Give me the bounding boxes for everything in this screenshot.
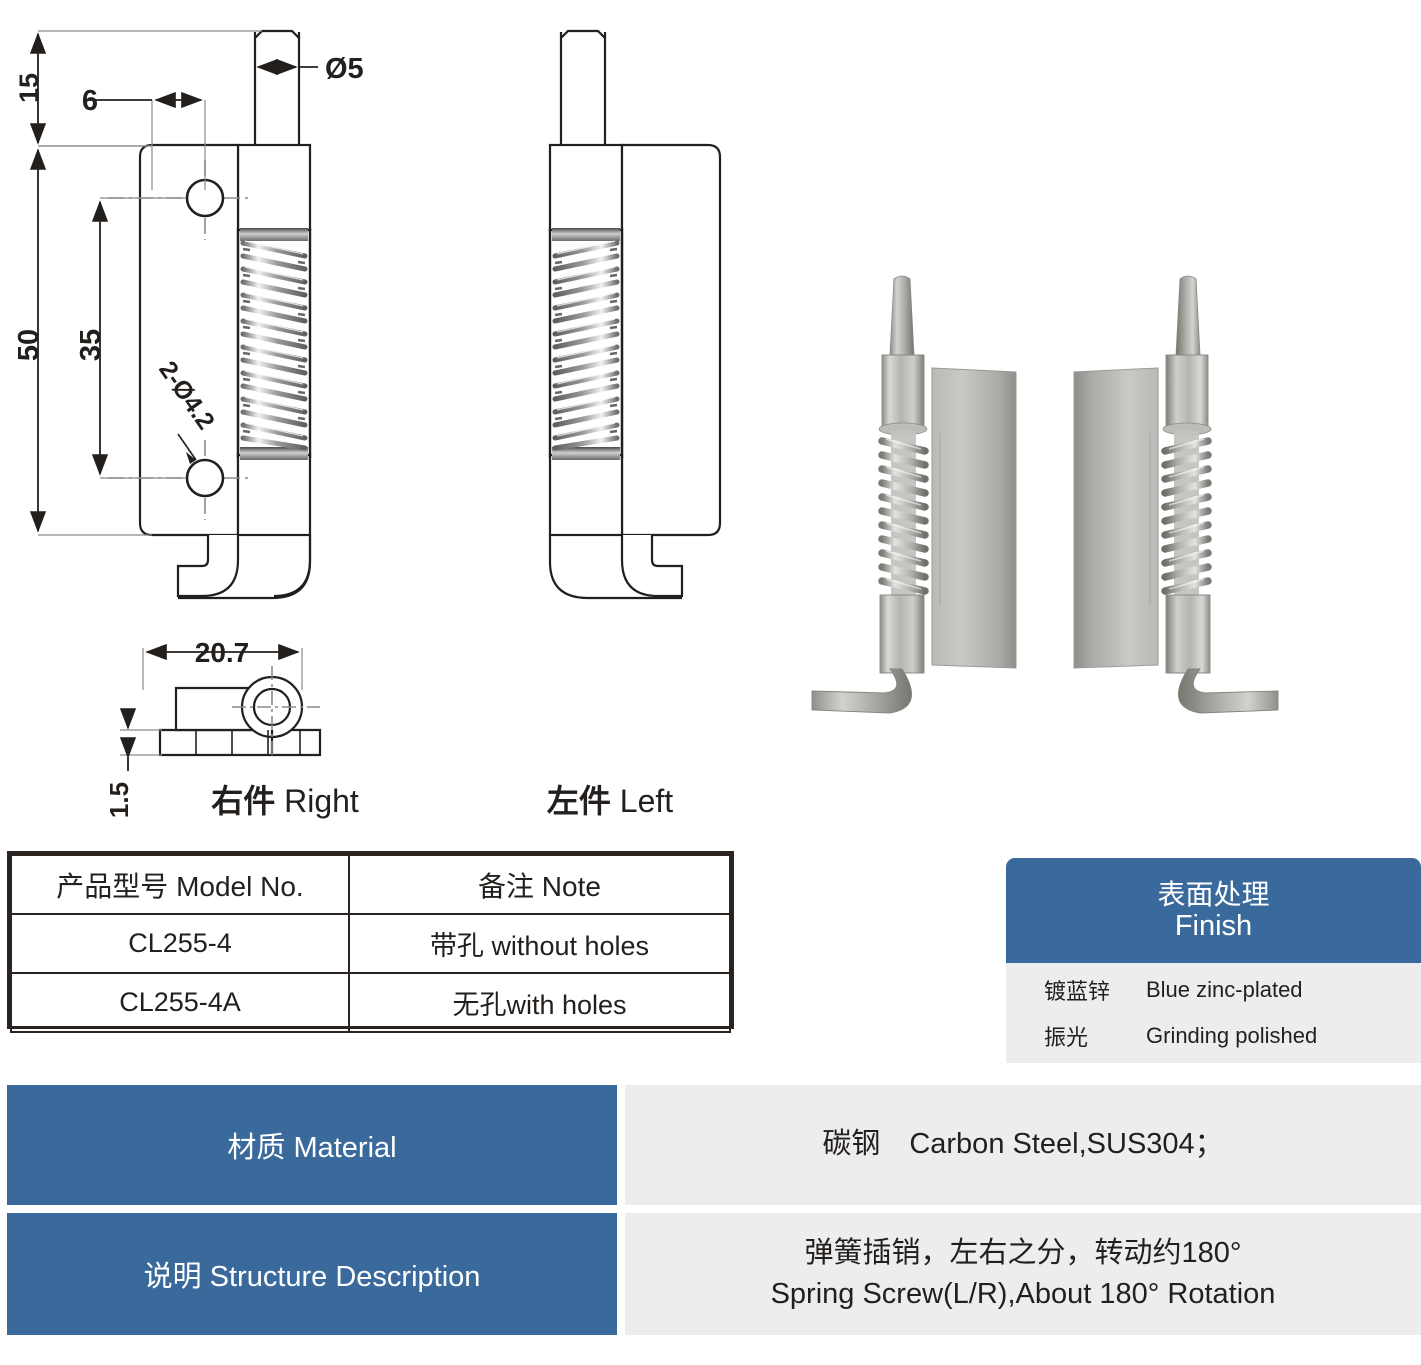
spec-row-material: 材质 Material 碳钢 Carbon Steel,SUS304； [7,1085,1421,1205]
dim-text-35: 35 [75,329,107,361]
mounting-hole-lower [185,458,225,498]
technical-drawing: 15 50 35 6 Ø5 2-Ø4.2 20.7 1.5 右件 Right 左… [0,0,790,830]
finish-item-cn-0: 镀蓝锌 [1044,979,1111,1004]
table-header-row: 产品型号 Model No. 备注 Note [10,854,731,915]
spec-gap [617,1085,625,1205]
finish-title-en: Finish [1174,909,1253,942]
dimension-35 [100,197,186,479]
spec-row-structure: 说明 Structure Description 弹簧插销，左右之分，转动约18… [7,1213,1421,1335]
cell-note-0: 带孔 without holes [348,913,731,974]
model-table: 产品型号 Model No. 备注 Note CL255-4 带孔 withou… [7,851,734,1033]
cell-model-1: CL255-4A [10,972,350,1033]
dimension-20-7 [142,648,303,690]
spec-value-structure: 弹簧插销，左右之分，转动约180° Spring Screw(L/R),Abou… [625,1213,1421,1335]
product-unit-left-hand [1073,275,1279,714]
spec-label-material: 材质 Material [7,1085,617,1205]
finish-header: 表面处理 Finish [1006,858,1421,963]
product-photo [790,255,1300,725]
dimension-1-5 [120,729,162,756]
finish-item: 振光 Grinding polished [1006,1013,1421,1059]
finish-item-en-0: Blue zinc-plated [1146,977,1303,1002]
view-label-right: 右件 Right [211,783,359,819]
centerlines-topview-right [232,666,320,758]
spec-value-structure-line1: 弹簧插销，左右之分，转动约180° [804,1236,1242,1269]
dimension-6 [151,100,206,190]
finish-title-cn: 表面处理 [1157,878,1270,910]
dim-text-1-5: 1.5 [104,782,134,818]
cell-note-1: 无孔with holes [348,972,731,1033]
left-part-front-view [548,29,722,600]
spec-value-structure-line2: Spring Screw(L/R),About 180° Rotation [770,1278,1276,1310]
dimension-15 [38,30,262,147]
dim-text-50: 50 [13,329,45,361]
view-label-left: 左件 Left [547,783,673,819]
finish-body: 镀蓝锌 Blue zinc-plated 振光 Grinding polishe… [1006,963,1421,1063]
spec-value-material-line1: 碳钢 Carbon Steel,SUS304； [822,1128,1224,1161]
spring-coil-right [240,228,308,460]
dim-text-6: 6 [82,85,98,117]
dim-text-20-7: 20.7 [195,637,250,668]
dim-text-15: 15 [14,73,44,103]
spec-gap [617,1213,625,1335]
spring-coil-left [552,228,620,460]
right-part-top-view [158,675,322,757]
finish-item: 镀蓝锌 Blue zinc-plated [1006,967,1421,1013]
spec-label-structure: 说明 Structure Description [7,1213,617,1335]
spec-value-material: 碳钢 Carbon Steel,SUS304； [625,1085,1421,1205]
finish-panel: 表面处理 Finish 镀蓝锌 Blue zinc-plated 振光 Grin… [1006,858,1421,1063]
dimension-50 [38,145,152,536]
right-part-front-view [138,29,312,600]
table-row: CL255-4 带孔 without holes [10,913,731,974]
product-unit-right-hand [811,275,1017,714]
table-row: CL255-4A 无孔with holes [10,972,731,1033]
finish-item-en-1: Grinding polished [1146,1023,1318,1048]
header-model-no: 产品型号 Model No. [10,854,350,915]
cell-model-0: CL255-4 [10,913,350,974]
header-note: 备注 Note [348,854,731,915]
finish-item-cn-1: 振光 [1044,1025,1089,1050]
dim-text-d5: Ø5 [325,53,364,85]
